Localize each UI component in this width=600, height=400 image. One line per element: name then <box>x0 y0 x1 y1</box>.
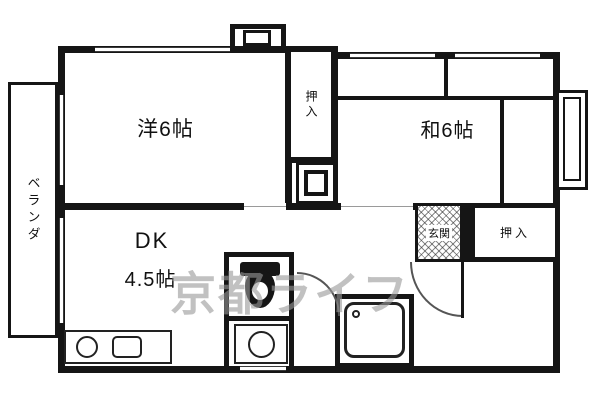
window-japanese-2 <box>455 53 540 58</box>
japanese-closet-divider-v <box>444 59 448 96</box>
japanese-side-closet-wall <box>500 100 504 203</box>
washing-machine-icon <box>234 324 288 364</box>
washing-machine-drum <box>248 331 275 358</box>
entrance-genkan: 玄関 <box>415 203 463 262</box>
bath-drain-icon <box>352 310 360 318</box>
entrance-label: 玄関 <box>426 224 452 241</box>
sink-icon <box>76 336 98 358</box>
entrance-door-panel <box>461 262 464 318</box>
room-japanese <box>331 52 560 210</box>
window-west-balcony <box>59 95 64 185</box>
room-japanese-label: 和6帖 <box>420 120 475 142</box>
balcony-label: ベランダ <box>25 176 41 244</box>
pipe-shaft-inner <box>563 97 581 181</box>
duct-box-inner <box>304 170 328 196</box>
toilet-icon <box>238 260 284 312</box>
window-west-top <box>95 47 230 52</box>
kitchen-counter <box>64 330 172 364</box>
window-bottom <box>240 366 286 371</box>
wall-wc-right <box>289 252 294 366</box>
wall-wc-mid <box>226 316 292 321</box>
bay-box-inner <box>243 30 271 46</box>
door-gap-japanese-hall <box>341 203 413 210</box>
balcony: ベランダ <box>8 82 58 338</box>
wall-wc-left <box>224 252 229 366</box>
door-gap-west-dk <box>244 203 286 210</box>
japanese-closet-divider-h <box>338 96 553 100</box>
window-japanese-1 <box>350 53 435 58</box>
wall-wc-top <box>224 252 294 257</box>
closet-right: 押入 <box>470 203 560 262</box>
bathtub-icon <box>344 302 405 358</box>
room-dk-size-label: 4.5帖 <box>124 269 177 291</box>
room-dk-label: DK <box>134 228 170 253</box>
stove-icon <box>112 336 142 358</box>
window-dk-balcony <box>59 218 64 323</box>
duct-box <box>296 162 336 204</box>
closet-right-label: 押入 <box>499 226 530 240</box>
closet-top-label: 押入 <box>304 89 318 120</box>
toilet-bowl-center <box>252 282 268 300</box>
room-western-label: 洋6帖 <box>137 118 194 141</box>
pipe-shaft-icon <box>556 90 588 190</box>
wall-genkan-closet <box>463 203 470 262</box>
